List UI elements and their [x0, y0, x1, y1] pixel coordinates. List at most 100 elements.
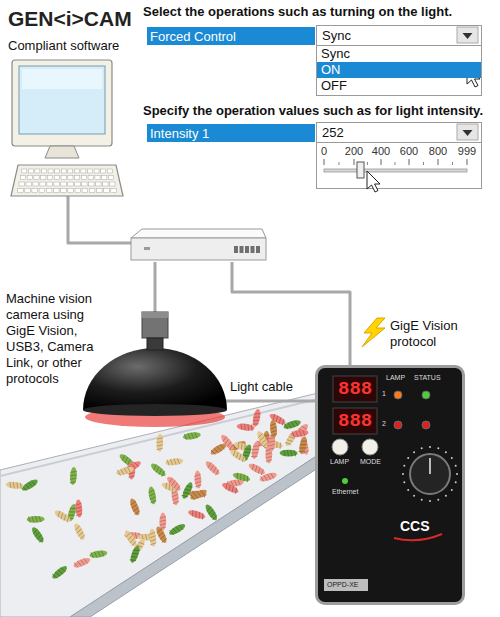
- pasta-twist: [38, 538, 44, 543]
- pasta-twist: [253, 448, 259, 451]
- major-tick: [467, 159, 468, 165]
- pasta-twist: [231, 486, 235, 492]
- pasta-piece: [187, 508, 206, 520]
- pasta-twist: [101, 550, 103, 556]
- pasta-body: [123, 459, 142, 474]
- list-item: ON: [317, 62, 481, 78]
- pasta-twist: [229, 445, 235, 450]
- pasta-body: [53, 509, 72, 524]
- pasta-body: [168, 522, 187, 537]
- pasta-twist: [234, 488, 238, 494]
- pasta-twist: [70, 507, 76, 510]
- pasta-twist: [175, 485, 180, 490]
- pasta-twist: [155, 467, 160, 473]
- keyboard-key: [20, 176, 25, 180]
- pasta-twist: [200, 490, 204, 496]
- cable-label: Light cable: [230, 379, 293, 395]
- pasta-twist: [241, 456, 246, 462]
- protocol-callout: GigE Vision protocol: [390, 318, 490, 350]
- pasta-piece: [250, 441, 260, 460]
- pasta-twist: [149, 493, 155, 496]
- keyboard-key: [48, 169, 53, 173]
- keyboard-key: [34, 176, 39, 180]
- pasta-twist: [266, 460, 272, 462]
- keyboard-key: [88, 169, 93, 173]
- pasta-piece: [236, 423, 255, 432]
- pasta-twist: [20, 483, 22, 489]
- pasta-twist: [234, 480, 236, 486]
- keyboard-key: [75, 176, 80, 180]
- dial-knob: [410, 454, 450, 494]
- indicator-led: [394, 421, 402, 429]
- pasta-twist: [243, 475, 246, 481]
- pasta-twist: [287, 450, 289, 456]
- keyboard-key: [54, 182, 59, 186]
- pasta-twist: [195, 478, 201, 480]
- pasta-twist: [131, 504, 137, 508]
- pasta-twist: [74, 562, 78, 568]
- keyboard-key: [27, 176, 32, 180]
- pasta-twist: [125, 532, 131, 537]
- model-plate: [324, 579, 368, 591]
- pasta-twist: [150, 497, 156, 500]
- seven-segment-digits: 888: [338, 378, 372, 400]
- pasta-twist: [78, 561, 82, 567]
- scale-label: 800: [429, 145, 447, 158]
- dial-mark: [407, 457, 409, 459]
- keyboard-key: [82, 189, 88, 193]
- pasta-twist: [232, 450, 237, 456]
- pasta-twist: [156, 529, 162, 533]
- pasta-body: [255, 430, 269, 449]
- minor-tick: [395, 162, 396, 165]
- pasta-twist: [197, 491, 201, 497]
- cable: [225, 400, 316, 403]
- keyboard-key: [19, 182, 24, 186]
- pasta-piece: [247, 462, 266, 477]
- pasta-twist: [157, 438, 163, 440]
- pasta-twist: [84, 558, 88, 564]
- monitor-screen: [19, 66, 105, 134]
- scale-label: 200: [345, 145, 363, 158]
- camera-top: [142, 312, 168, 318]
- pasta-twist: [25, 484, 29, 490]
- pasta-body: [154, 525, 168, 544]
- keyboard-key: [39, 189, 45, 193]
- pasta-body: [156, 434, 163, 452]
- pasta-piece: [115, 465, 134, 476]
- indicator-led: [422, 421, 430, 429]
- pasta-twist: [133, 508, 139, 512]
- pasta-twist: [214, 447, 218, 453]
- dial-mark: [407, 489, 409, 491]
- pasta-twist: [214, 470, 219, 475]
- keyboard-key: [110, 182, 115, 186]
- pasta-twist: [98, 551, 100, 557]
- pasta-twist: [134, 462, 138, 468]
- list-item: Sync: [317, 46, 481, 62]
- keyboard-key: [18, 189, 24, 193]
- pasta-twist: [259, 437, 265, 441]
- pasta-twist: [145, 534, 147, 540]
- keyboard-key: [46, 189, 52, 193]
- pasta-twist: [138, 541, 144, 546]
- pasta-body: [149, 528, 157, 547]
- pasta-twist: [191, 510, 194, 516]
- keyboard-key: [111, 189, 117, 193]
- keyboard-key: [82, 182, 87, 186]
- pasta-body: [89, 549, 108, 559]
- pasta-body: [219, 433, 236, 451]
- pasta-body: [115, 465, 134, 476]
- pasta-body: [269, 419, 277, 438]
- keyboard-key: [32, 189, 38, 193]
- pasta-twist: [173, 483, 178, 488]
- pasta-twist: [302, 425, 307, 430]
- pasta-body: [204, 503, 220, 522]
- pasta-twist: [195, 432, 197, 438]
- switch-front: [131, 238, 266, 260]
- dial-mark: [455, 465, 457, 467]
- dial-mark: [451, 489, 453, 491]
- pasta-twist: [212, 515, 218, 520]
- lightning-icon: [362, 318, 385, 347]
- dial-mark: [437, 499, 439, 501]
- pasta-piece: [168, 522, 187, 537]
- pasta-twist: [174, 459, 176, 465]
